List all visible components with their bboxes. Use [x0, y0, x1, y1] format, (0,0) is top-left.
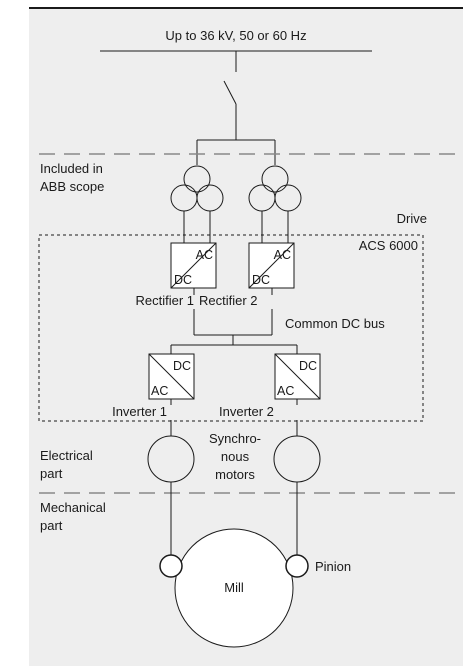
inverter-1-label: Inverter 1	[112, 404, 167, 419]
rectifier-1-ac: AC	[196, 248, 213, 262]
inverter-1-dc: DC	[173, 359, 191, 373]
mechanical-line2: part	[40, 518, 63, 533]
dc-bus	[170, 288, 298, 354]
motors-line3: motors	[215, 467, 255, 482]
pinion-2	[285, 554, 309, 578]
scope-line1: Included in	[40, 161, 103, 176]
drive-boundary	[38, 234, 424, 422]
transformer-2	[248, 165, 302, 245]
inverter-1-ac: AC	[151, 384, 168, 398]
rectifier-1	[170, 242, 217, 289]
rectifier-2	[248, 242, 295, 289]
inverter-2-label: Inverter 2	[219, 404, 274, 419]
pinion-label: Pinion	[315, 559, 351, 574]
electrical-line2: part	[40, 466, 63, 481]
mechanical-line1: Mechanical	[40, 500, 106, 515]
pinion-1	[159, 554, 183, 578]
rectifier-1-dc: DC	[174, 273, 192, 287]
rectifier-1-label: Rectifier 1	[135, 293, 194, 308]
rectifier-2-label: Rectifier 2	[199, 293, 258, 308]
mill-drum	[174, 528, 294, 648]
mill-label: Mill	[224, 580, 244, 595]
drive-label: Drive	[397, 211, 427, 226]
rectifier-2-ac: AC	[274, 248, 291, 262]
inverter-2-ac: AC	[277, 384, 294, 398]
circuit-breaker-switch	[223, 80, 237, 105]
motors-line2: nous	[221, 449, 250, 464]
supply-label: Up to 36 kV, 50 or 60 Hz	[165, 28, 306, 43]
scope-line2: ABB scope	[40, 179, 104, 194]
dc-bus-label: Common DC bus	[285, 316, 385, 331]
inverter-1	[148, 353, 195, 400]
inverter-2-dc: DC	[299, 359, 317, 373]
motors-line1: Synchro-	[209, 431, 261, 446]
drive-product: ACS 6000	[359, 238, 418, 253]
electrical-line1: Electrical	[40, 448, 93, 463]
rectifier-2-dc: DC	[252, 273, 270, 287]
transformer-1	[170, 165, 224, 245]
inverter-2	[274, 353, 321, 400]
